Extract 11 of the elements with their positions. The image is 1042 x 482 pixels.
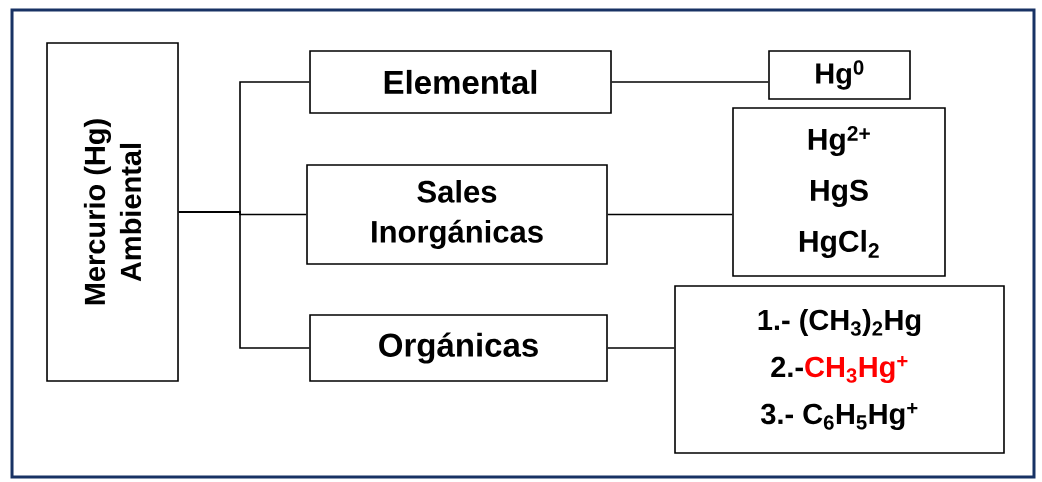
connector-line (178, 211, 310, 349)
category-box: Elemental (309, 50, 612, 114)
category-box: 1.- (CH$_{3}$)$_{2}$Hg 2.-CH$_{3}$Hg$^{+}$ 3.- C$_{6}$H$_{5}$Hg$^{+}$ (674, 285, 1005, 454)
category-box: Sales Inorgánicas (306, 164, 608, 265)
category-box: Mercurio (Hg) Ambiental (46, 42, 179, 382)
connector-line (607, 213, 733, 216)
category-box: Hg$^{2+}$ HgS HgCl$_{2}$ (732, 107, 946, 277)
category-box: Orgánicas (309, 314, 608, 382)
category-box: Hg$^{0}$ (768, 50, 911, 100)
connector-line (611, 81, 769, 83)
connector-line (607, 347, 675, 349)
